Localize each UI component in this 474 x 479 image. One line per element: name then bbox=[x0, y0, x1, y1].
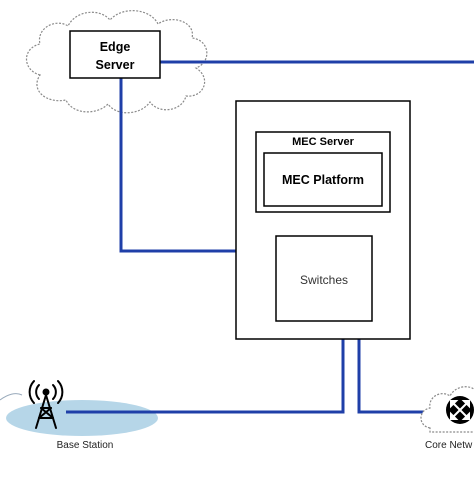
antenna-tower-icon bbox=[28, 380, 64, 429]
left-cloud-fragment bbox=[0, 393, 23, 401]
base-station-coverage bbox=[6, 400, 158, 436]
switches-box bbox=[275, 235, 373, 322]
edge-to-switches-link bbox=[119, 78, 276, 253]
mec-server-label: MEC Server bbox=[292, 136, 354, 148]
edge-server-box bbox=[69, 30, 161, 79]
router-icon bbox=[446, 396, 474, 424]
base-station-label: Base Station bbox=[56, 440, 114, 451]
edge-server-label: Edge Server bbox=[70, 38, 160, 74]
switches-label: Switches bbox=[299, 273, 349, 287]
edge-server-label-line2: Server bbox=[95, 58, 135, 72]
core-network-label: Core Netw bbox=[425, 440, 473, 451]
mec-platform-label: MEC Platform bbox=[282, 173, 364, 187]
switches-to-core-link bbox=[357, 321, 425, 414]
edge-server-label-line1: Edge bbox=[99, 40, 131, 54]
mec-platform-box bbox=[263, 152, 383, 207]
